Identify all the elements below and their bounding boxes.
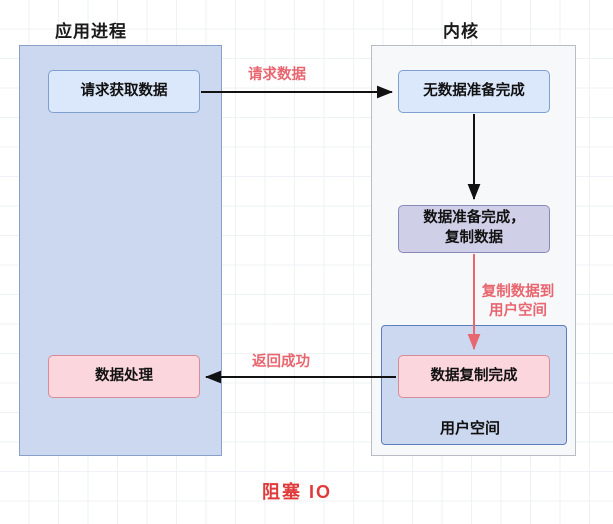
column-title-app-process: 应用进程 [55, 22, 127, 41]
box-data-ready-copy: 数据准备完成， 复制数据 [398, 205, 550, 253]
userspace-label: 用户空间 [440, 420, 501, 437]
box-data-process: 数据处理 [48, 355, 200, 398]
arrow-label-copy-to-userspace-line2: 用户空间 [489, 302, 547, 319]
column-title-kernel: 内核 [443, 22, 479, 41]
box-data-ready-copy-line2: 复制数据 [445, 230, 503, 246]
arrow-label-copy-to-userspace: 复制数据到 用户空间 [463, 283, 573, 321]
box-request-data: 请求获取数据 [48, 70, 200, 113]
arrow-label-copy-to-userspace-line1: 复制数据到 [481, 284, 555, 300]
arrow-label-return-success: 返回成功 [252, 354, 310, 370]
diagram-caption: 阻塞 IO [262, 482, 333, 502]
box-data-copy-done: 数据复制完成 [398, 355, 550, 398]
arrow-label-request-data: 请求数据 [248, 67, 306, 83]
box-data-ready-copy-line1: 数据准备完成， [423, 210, 525, 227]
box-no-data-ready: 无数据准备完成 [398, 70, 550, 113]
